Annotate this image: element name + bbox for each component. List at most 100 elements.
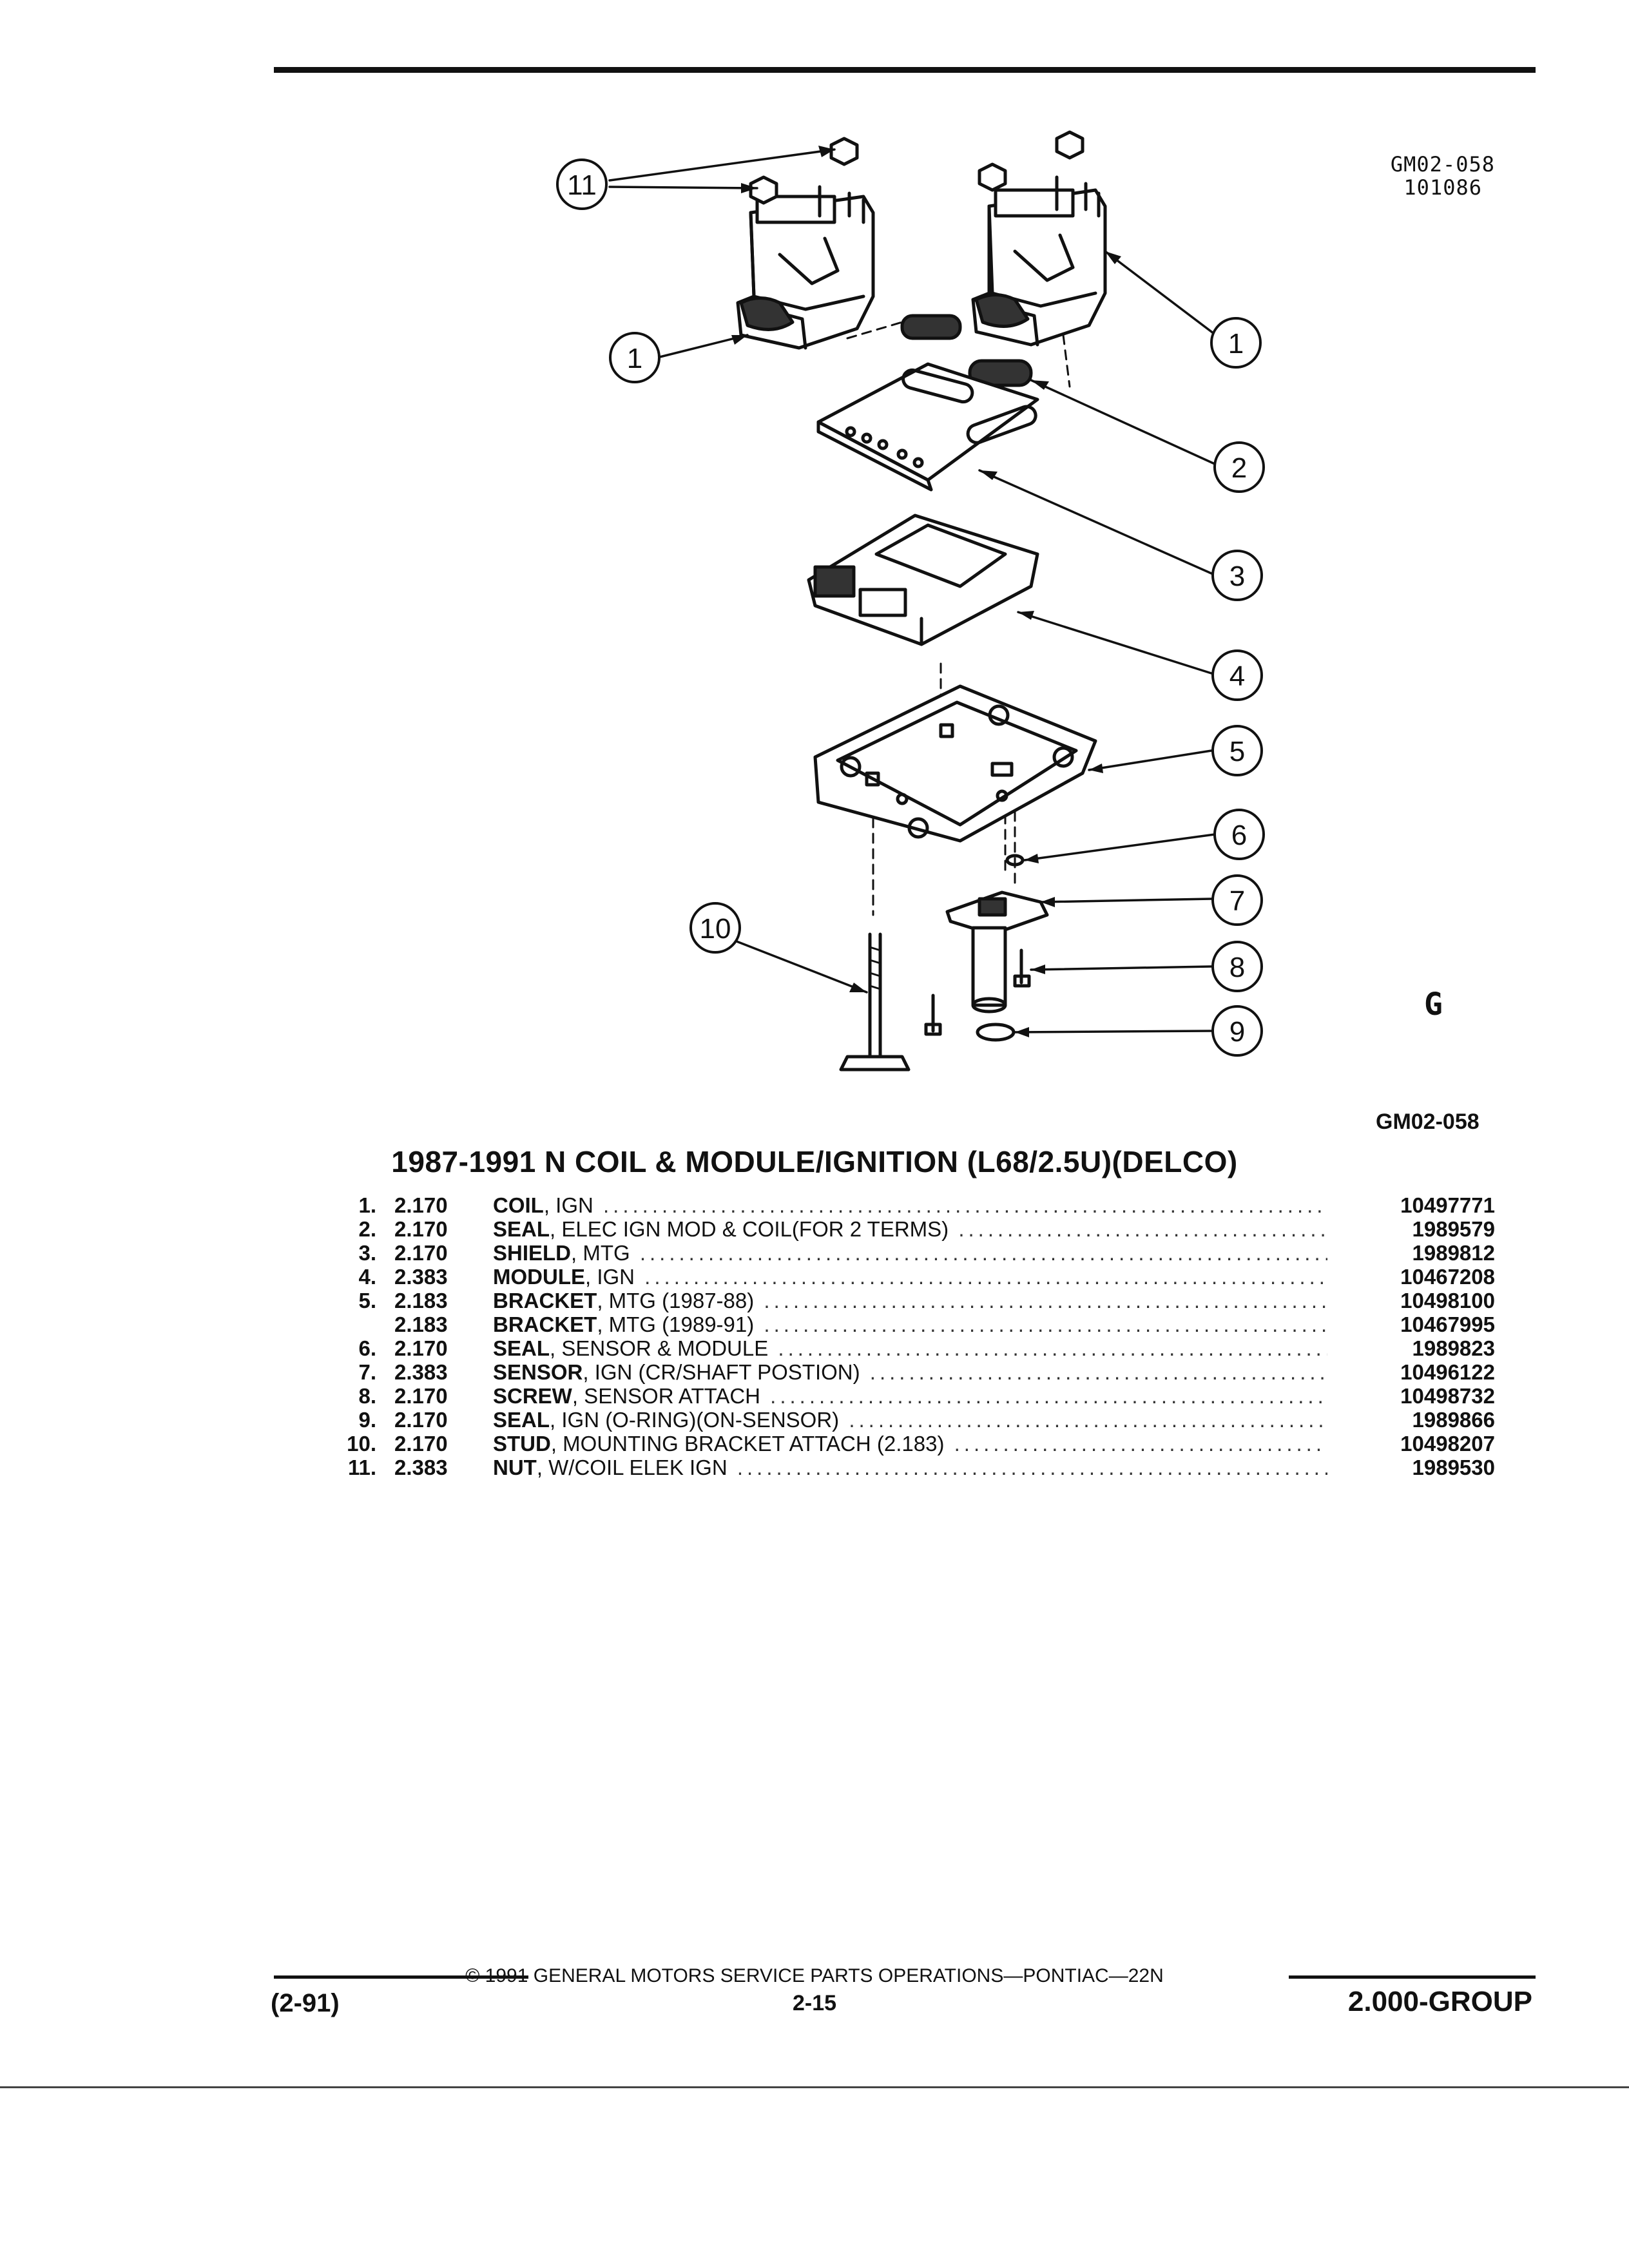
callout-circle-1-left (609, 332, 660, 383)
leader-dots: ........................................… (639, 1241, 1327, 1265)
callout-circle-11 (556, 159, 608, 210)
stud-drawing (839, 932, 911, 1072)
part-detail: , MTG (571, 1241, 630, 1265)
callout-circle-7 (1211, 874, 1263, 926)
part-number: 10496122 (1400, 1360, 1495, 1384)
corner-mark-logo: G (1424, 986, 1443, 1023)
parts-row: 1. 2.170 COIL, IGN .......................… (335, 1193, 1495, 1217)
part-number: 1989812 (1412, 1241, 1495, 1265)
sensor-drawing (945, 890, 1049, 1014)
callout-label-5: 5 (1229, 736, 1245, 767)
item-number: 6. (358, 1336, 376, 1360)
page-title: 1987-1991 N COIL & MODULE/IGNITION (L68/… (391, 1145, 1238, 1178)
figure-ref-date: 101086 (1403, 175, 1482, 200)
part-description: MODULE, IGN ............................… (493, 1265, 1327, 1289)
leader-dots: ........................................… (644, 1265, 1327, 1289)
callout-circle-9 (1211, 1005, 1263, 1057)
group-number: 2.183 (394, 1312, 448, 1336)
group-number: 2.170 (394, 1217, 448, 1241)
leader-dots: ........................................… (778, 1336, 1327, 1360)
part-detail: , IGN (CR/SHAFT POSTION) (583, 1360, 860, 1384)
footer-rule-right (1289, 1975, 1536, 1979)
item-number: 1. (358, 1193, 376, 1217)
screws-drawing (924, 948, 1031, 1036)
callout-circle-2 (1213, 441, 1265, 493)
group-number: 2.170 (394, 1193, 448, 1217)
exploded-parts-diagram: 11 1 1 2 3 4 5 6 7 8 9 10 G (556, 130, 1443, 1072)
item-number: 4. (358, 1265, 376, 1289)
callout-label-4: 4 (1229, 660, 1245, 692)
part-name: STUD (493, 1432, 551, 1456)
part-number: 1989579 (1412, 1217, 1495, 1241)
part-name: SEAL (493, 1336, 550, 1360)
item-number: 2. (358, 1217, 376, 1241)
callout-circle-10 (689, 902, 741, 954)
callout-label-10: 10 (700, 913, 731, 945)
part-detail: , IGN (O-RING)(ON-SENSOR) (550, 1408, 840, 1432)
parts-row: 3. 2.170 SHIELD, MTG .....................… (335, 1241, 1495, 1265)
part-number: 10498100 (1400, 1289, 1495, 1312)
part-number: 1989530 (1412, 1456, 1495, 1479)
part-number: 1989823 (1412, 1336, 1495, 1360)
callout-label-8: 8 (1229, 952, 1245, 983)
left-coil-drawing (736, 185, 875, 350)
leader-dots: ........................................… (603, 1193, 1327, 1217)
callout-label-1-right: 1 (1228, 328, 1244, 360)
leader-dots: ........................................… (764, 1312, 1327, 1336)
group-number: 2.183 (394, 1289, 448, 1312)
group-number: 2.170 (394, 1241, 448, 1265)
part-description: SEAL, IGN (O-RING)(ON-SENSOR) ..........… (493, 1408, 1327, 1432)
part-number: 10497771 (1400, 1193, 1495, 1217)
item-number: 10. (347, 1432, 376, 1456)
parts-list: 1. 2.170 COIL, IGN .......................… (335, 1193, 1495, 1479)
part-number: 10498207 (1400, 1432, 1495, 1456)
parts-row: 6. 2.170 SEAL, SENSOR & MODULE ...........… (335, 1336, 1495, 1360)
parts-row: 2. 2.170 SEAL, ELEC IGN MOD & COIL(FOR 2 T… (335, 1217, 1495, 1241)
part-detail: , IGN (543, 1193, 593, 1217)
part-name: SHIELD (493, 1241, 572, 1265)
part-detail: , SENSOR ATTACH (572, 1384, 760, 1408)
part-description: SCREW, SENSOR ATTACH ...................… (493, 1384, 1327, 1408)
bracket-drawing (813, 684, 1097, 843)
part-description: STUD, MOUNTING BRACKET ATTACH (2.183) ..… (493, 1432, 1327, 1456)
part-description: SEAL, ELEC IGN MOD & COIL(FOR 2 TERMS) .… (493, 1217, 1327, 1241)
part-name: COIL (493, 1193, 544, 1217)
group-number: 2.383 (394, 1456, 448, 1479)
item-number: 7. (358, 1360, 376, 1384)
footer-group: 2.000-GROUP (1347, 1986, 1532, 2017)
callout-label-6: 6 (1231, 820, 1247, 851)
callout-circle-4 (1211, 649, 1263, 701)
callout-circle-1-right (1210, 317, 1262, 369)
leader-dots: ........................................… (849, 1408, 1327, 1432)
part-description: COIL, IGN ..............................… (493, 1193, 1327, 1217)
part-description: NUT, W/COIL ELEK IGN ...................… (493, 1456, 1327, 1479)
callout-circle-3 (1211, 550, 1263, 601)
item-number: 3. (358, 1241, 376, 1265)
callout-circle-6 (1213, 809, 1265, 860)
footer-rule-left (274, 1975, 528, 1979)
part-name: SCREW (493, 1384, 572, 1408)
part-name: NUT (493, 1456, 537, 1479)
shield-drawing (816, 362, 1039, 492)
group-number: 2.383 (394, 1360, 448, 1384)
group-number: 2.170 (394, 1384, 448, 1408)
part-description: SHIELD, MTG ............................… (493, 1241, 1327, 1265)
group-number: 2.170 (394, 1336, 448, 1360)
part-detail: , SENSOR & MODULE (550, 1336, 769, 1360)
part-name: BRACKET (493, 1312, 597, 1336)
footer-date-code: (2-91) (271, 1989, 340, 2017)
leader-dots: ........................................… (869, 1360, 1327, 1384)
part-description: SENSOR, IGN (CR/SHAFT POSTION) .........… (493, 1360, 1327, 1384)
top-rule (274, 67, 1536, 73)
footer-page-number: 2-15 (792, 1991, 837, 2015)
figure-code: GM02-058 (1376, 1110, 1480, 1134)
leader-dots: ........................................… (958, 1217, 1327, 1241)
part-description: BRACKET, MTG (1987-88) .................… (493, 1289, 1327, 1312)
part-name: SENSOR (493, 1360, 583, 1384)
leader-dots: ........................................… (954, 1432, 1327, 1456)
